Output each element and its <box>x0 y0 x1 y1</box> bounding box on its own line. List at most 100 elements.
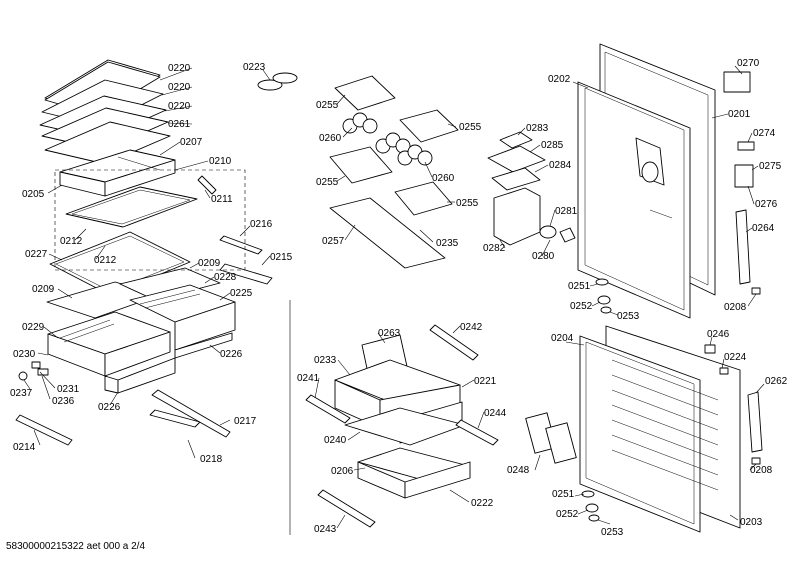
part-number-label: 0270 <box>737 58 760 69</box>
glass-shelf-frame <box>49 186 198 296</box>
part-number-label: 0260 <box>432 173 455 184</box>
fridge-door-upper <box>577 43 716 319</box>
part-number-label: 0205 <box>22 189 45 200</box>
part-number-label: 0212 <box>60 236 83 247</box>
part-number-label: 0242 <box>460 322 483 333</box>
bottle-shelf-tray <box>59 149 176 197</box>
part-number-label: 0223 <box>243 62 266 73</box>
part-number-label: 0237 <box>10 388 33 399</box>
part-number-label: 0224 <box>724 352 747 363</box>
hinge-parts-lower <box>581 490 600 522</box>
part-number-label: 0275 <box>759 161 782 172</box>
rails-middle <box>305 324 499 528</box>
part-number-label: 0220 <box>168 63 191 74</box>
part-number-label: 0248 <box>507 465 530 476</box>
part-number-label: 0235 <box>436 238 459 249</box>
part-number-label: 0225 <box>230 288 253 299</box>
part-number-label: 0263 <box>378 328 401 339</box>
part-number-label: 0216 <box>250 219 273 230</box>
part-number-label: 0255 <box>456 198 479 209</box>
ice-dispenser-parts <box>487 131 576 246</box>
glass-shelf-stack <box>39 59 171 165</box>
part-number-label: 0276 <box>755 199 778 210</box>
part-number-label: 0255 <box>459 122 482 133</box>
hinge-parts-upper <box>595 278 612 314</box>
part-number-label: 0209 <box>32 284 55 295</box>
crisper-cover-plates <box>46 267 221 319</box>
part-number-label: 0260 <box>319 133 342 144</box>
part-number-label: 0227 <box>25 249 48 260</box>
rails-left <box>15 175 273 446</box>
part-number-label: 0207 <box>180 137 203 148</box>
small-clips <box>18 361 49 381</box>
part-number-label: 0281 <box>555 206 578 217</box>
part-number-label: 0251 <box>568 281 591 292</box>
part-number-label: 0282 <box>483 243 506 254</box>
part-number-label: 0253 <box>617 311 640 322</box>
part-number-label: 0252 <box>570 301 593 312</box>
part-number-label: 0211 <box>211 194 233 205</box>
part-number-label: 0221 <box>474 376 497 387</box>
lines-middle <box>262 69 485 529</box>
lines-right-upper <box>572 65 759 316</box>
part-number-label: 0222 <box>471 498 494 509</box>
part-number-label: 0264 <box>752 223 775 234</box>
part-number-label: 0255 <box>316 100 339 111</box>
lines-dispenser <box>499 127 556 257</box>
part-number-label: 0231 <box>57 384 80 395</box>
part-number-label: 0206 <box>331 466 354 477</box>
part-number-label: 0228 <box>214 272 237 283</box>
part-number-label: 0209 <box>198 258 221 269</box>
part-number-label: 0220 <box>168 82 191 93</box>
part-number-label: 0226 <box>220 349 243 360</box>
part-number-label: 0215 <box>270 252 293 263</box>
lines-left <box>23 67 291 535</box>
part-number-label: 0285 <box>541 140 564 151</box>
part-number-label: 0280 <box>532 251 555 262</box>
freezer-drawer-lower <box>344 407 471 499</box>
part-number-label: 0220 <box>168 101 191 112</box>
part-number-label: 0252 <box>556 509 579 520</box>
part-number-label: 0212 <box>94 255 117 266</box>
fridge-door-side-parts <box>723 71 761 295</box>
part-number-label: 0243 <box>314 524 337 535</box>
part-number-label: 0233 <box>314 355 337 366</box>
part-number-labels: 0220 0220 0220 0261 0207 0210 0205 0211 … <box>10 58 788 538</box>
part-number-label: 0208 <box>724 302 747 313</box>
part-number-label: 0246 <box>707 329 730 340</box>
document-reference-footer: 58300000215322 aet 000 a 2/4 <box>6 541 146 552</box>
part-number-label: 0214 <box>13 442 36 453</box>
part-number-label: 0284 <box>549 160 572 171</box>
part-number-label: 0274 <box>753 128 776 139</box>
part-number-label: 0230 <box>13 349 36 360</box>
part-number-label: 0257 <box>322 236 345 247</box>
freezer-door-lower <box>579 325 741 533</box>
part-number-label: 0261 <box>168 119 191 130</box>
part-number-label: 0251 <box>552 489 575 500</box>
door-racks <box>329 75 459 269</box>
part-number-label: 0201 <box>728 109 751 120</box>
part-number-label: 0202 <box>548 74 571 85</box>
part-number-label: 0244 <box>484 408 507 419</box>
egg-inserts <box>342 112 433 166</box>
part-number-label: 0218 <box>200 454 223 465</box>
part-number-label: 0253 <box>601 527 624 538</box>
part-number-label: 0262 <box>765 376 788 387</box>
part-number-label: 0283 <box>526 123 549 134</box>
part-number-label: 0208 <box>750 465 773 476</box>
egg-tray-icon <box>257 72 298 91</box>
part-number-label: 0240 <box>324 435 347 446</box>
part-number-label: 0236 <box>52 396 75 407</box>
part-number-label: 0203 <box>740 517 763 528</box>
part-number-label: 0255 <box>316 177 339 188</box>
part-number-label: 0226 <box>98 402 121 413</box>
part-number-label: 0217 <box>234 416 257 427</box>
part-number-label: 0229 <box>22 322 45 333</box>
lines-right-lower <box>534 336 765 525</box>
crisper-drawers <box>47 284 236 394</box>
part-number-label: 0204 <box>551 333 574 344</box>
part-number-label: 0241 <box>297 373 320 384</box>
part-number-label: 0210 <box>209 156 232 167</box>
